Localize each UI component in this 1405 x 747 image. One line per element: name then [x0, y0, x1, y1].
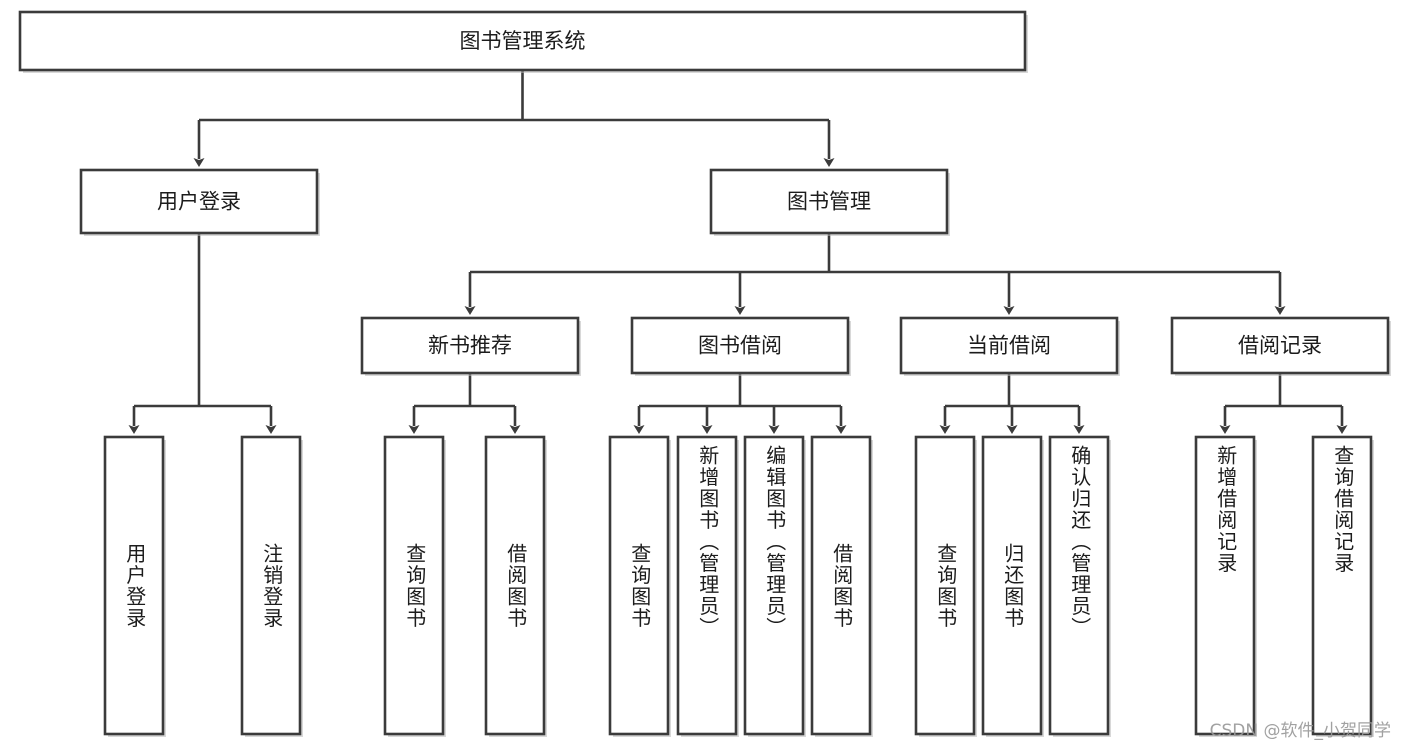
node-leaf-query-book-1[interactable] [383, 435, 446, 737]
node-leaf-query-book-2[interactable] [608, 435, 671, 737]
node-book-manage[interactable] [709, 168, 950, 236]
node-leaf-borrow-book-1[interactable] [484, 435, 547, 737]
node-leaf-edit-book[interactable] [743, 435, 806, 737]
watermark-text: CSDN @软件_小贺同学 [1209, 721, 1391, 741]
node-leaf-confirm-return[interactable] [1048, 435, 1111, 737]
node-leaf-add-record[interactable] [1194, 435, 1257, 737]
node-user-login-label: 用户登录 [157, 190, 241, 214]
node-leaf-logout[interactable] [240, 435, 303, 737]
node-current-borrow[interactable] [899, 316, 1120, 376]
node-user-login[interactable] [79, 168, 320, 236]
node-new-book-rec-label: 新书推荐 [428, 334, 512, 358]
node-book-manage-label: 图书管理 [787, 190, 871, 214]
node-book-borrow-label: 图书借阅 [698, 334, 782, 358]
node-borrow-record[interactable] [1170, 316, 1391, 376]
node-leaf-query-book-3[interactable] [914, 435, 977, 737]
node-root-label: 图书管理系统 [460, 29, 586, 53]
node-borrow-record-label: 借阅记录 [1238, 334, 1322, 358]
node-leaf-query-record[interactable] [1311, 435, 1374, 737]
node-leaf-return-book[interactable] [981, 435, 1044, 737]
node-leaf-borrow-book-2[interactable] [810, 435, 873, 737]
edge-layer [128, 70, 1348, 434]
node-current-borrow-label: 当前借阅 [967, 334, 1051, 358]
node-leaf-user-login[interactable] [103, 435, 166, 737]
node-new-book-rec[interactable] [360, 316, 581, 376]
node-root[interactable] [18, 10, 1028, 73]
node-leaf-add-book[interactable] [676, 435, 739, 737]
node-book-borrow[interactable] [630, 316, 851, 376]
